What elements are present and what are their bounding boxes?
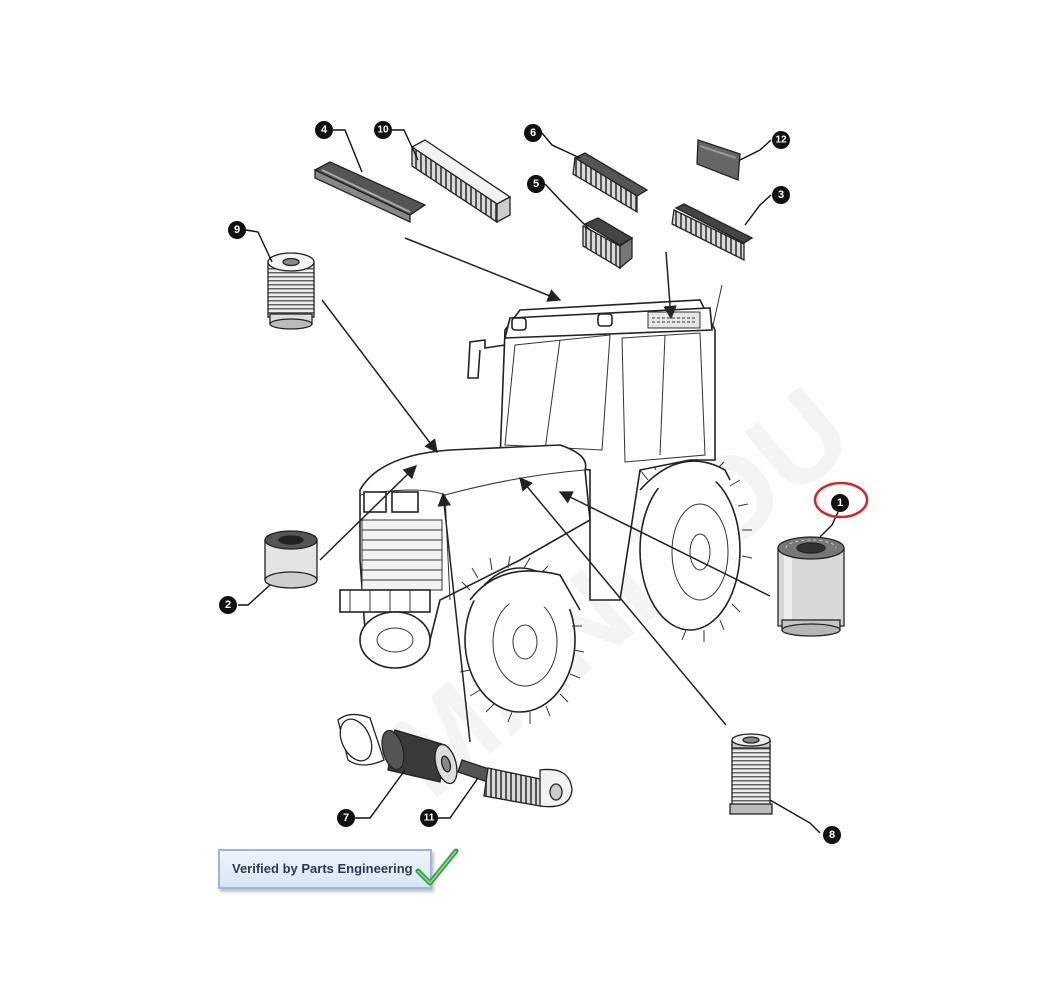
callout-9[interactable]: 9 [228,221,246,239]
callout-4[interactable]: 4 [315,121,333,139]
leader-lines [238,129,839,834]
part-5-small-filter [582,217,634,270]
arrow-5-6-3 [663,251,677,320]
callout-6-label: 6 [530,127,536,139]
front-wheel-left [359,611,431,669]
callout-2-label: 2 [225,599,231,611]
part-7-air-filter [337,713,458,785]
tractor-illustration [339,284,753,724]
callout-12-label: 12 [775,135,787,146]
pointer-arrows [319,237,771,743]
arrow-2 [319,465,417,561]
callout-8-label: 8 [829,829,835,841]
callout-6[interactable]: 6 [524,124,542,142]
part-3-ribbed-filter [671,203,754,262]
callout-11-label: 11 [424,813,435,824]
callout-5[interactable]: 5 [527,175,545,193]
callouts: 4 10 6 5 12 3 9 2 1 8 7 11 [219,121,849,844]
callout-1[interactable]: 1 [831,494,849,512]
callout-3[interactable]: 3 [772,186,790,204]
check-icon [415,848,459,886]
part-11-safety-filter [457,759,573,808]
part-12-pad [696,139,741,181]
callout-10[interactable]: 10 [374,121,392,139]
callout-4-label: 4 [321,124,328,136]
callout-7[interactable]: 7 [337,809,355,827]
part-10-panel-filter [410,139,512,224]
callout-3-label: 3 [778,189,784,201]
arrow-1 [558,491,771,597]
verified-badge-label: Verified by Parts Engineering [232,861,413,876]
callout-10-label: 10 [377,125,389,136]
callout-5-label: 5 [533,178,539,190]
callout-1-label: 1 [837,497,843,509]
part-2-oil-filter [264,530,318,589]
part-4-filter [313,161,427,224]
callout-8[interactable]: 8 [823,826,841,844]
part-6-cabin-filter [572,152,649,214]
arrow-4-10 [404,237,562,302]
arrow-9 [321,299,438,454]
callout-2[interactable]: 2 [219,596,237,614]
callout-12[interactable]: 12 [772,131,790,149]
part-1-engine-filter [777,536,845,637]
arrow-8 [519,476,727,726]
callout-7-label: 7 [343,812,349,824]
highlight-ring [813,481,869,519]
part-8-hydraulic-filter [729,733,773,815]
callout-9-label: 9 [234,224,240,236]
part-9-fuel-filter [267,252,315,330]
verified-badge: Verified by Parts Engineering [218,849,432,889]
arrow-7-11 [437,492,471,743]
callout-11[interactable]: 11 [420,809,438,827]
headlight [391,491,419,513]
